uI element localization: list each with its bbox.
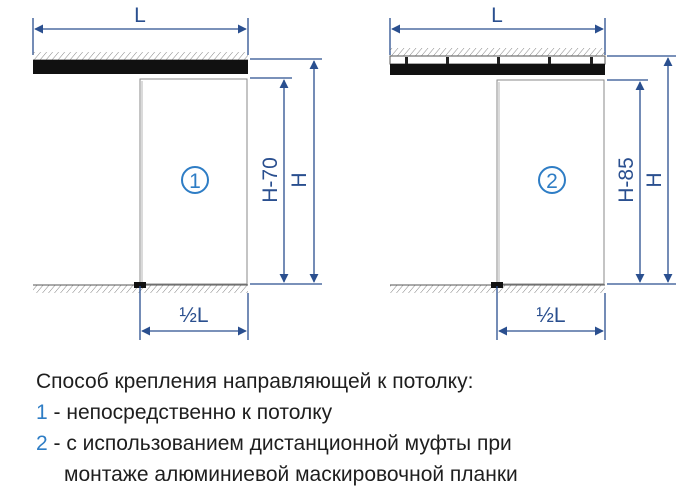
height-reduced-label: H-85 [615,157,638,203]
door-panel [139,78,248,285]
caption-title: Способ крепления направляющей к потолку: [36,370,474,393]
caption-item-1: 1 - непосредственно к потолку [36,397,676,428]
caption-item-2-number: 2 [36,432,48,455]
ceiling-hatch [390,48,605,56]
number-badge [538,166,566,194]
height-reduced-label: H-70 [259,157,282,203]
height-label: H [643,172,666,187]
caption-item-2-continued: монтаже алюминиевой маскировочной планки [64,463,518,486]
caption-item-2: 2 - с использованием дистанционной муфты… [36,428,676,459]
door-panel [496,79,605,285]
guide-rail [390,64,605,75]
diagram-2: L 2 H-85 H [389,4,676,340]
ceiling-hatch [33,52,248,60]
caption-item-1-number: 1 [36,401,48,424]
number-badge [181,166,209,194]
number-label: 2 [546,170,558,193]
half-width-label: ½L [179,304,208,327]
diagram-1: L 1 H-70 H ½L [32,4,322,340]
caption-item-2-text: - с использованием дистанционной муфты п… [47,432,512,455]
guide-rail [33,60,248,74]
half-width-label: ½L [536,304,565,327]
floor-guide [491,282,503,288]
width-label: L [134,4,146,27]
caption: Способ крепления направляющей к потолку:… [36,366,676,490]
number-label: 1 [189,170,201,193]
spacer-couplings [405,57,593,64]
width-label: L [491,4,503,27]
floor-guide [134,282,146,288]
caption-item-1-text: - непосредственно к потолку [47,401,333,424]
height-label: H [288,172,311,187]
